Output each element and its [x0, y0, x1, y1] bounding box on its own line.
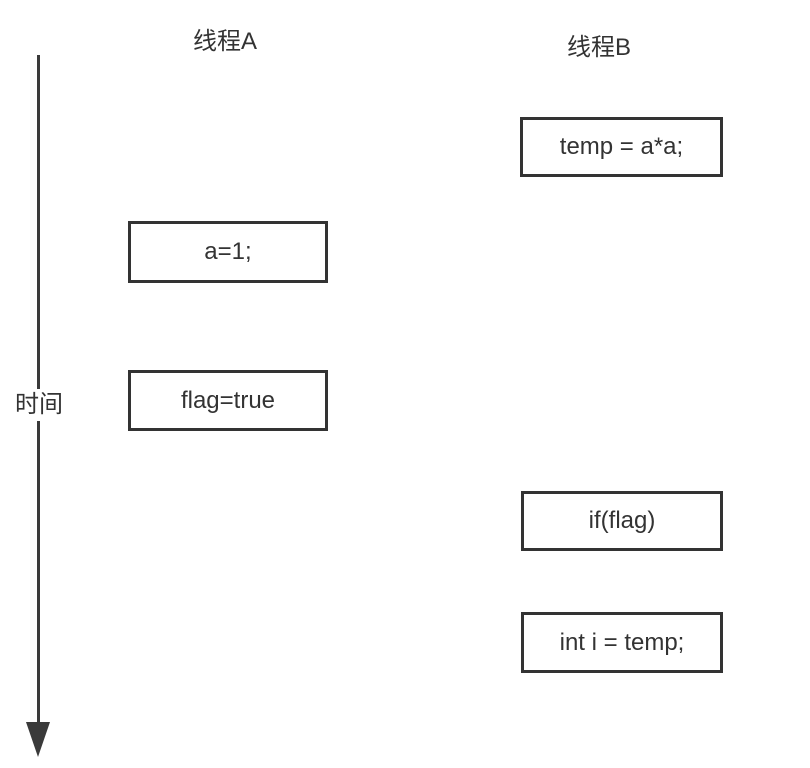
thread-a-column-title: 线程A: [192, 28, 257, 55]
time-axis-arrowhead-icon: [26, 722, 50, 757]
code-box-thread-b-int-i-temp: int i = temp;: [521, 612, 723, 673]
code-box-thread-a-a-assignment: a=1;: [128, 221, 328, 283]
code-box-thread-b-if-flag: if(flag): [521, 491, 723, 551]
thread-b-column-title: 线程B: [566, 34, 631, 61]
code-box-thread-a-flag-assignment: flag=true: [128, 370, 328, 431]
code-box-thread-b-temp-assignment: temp = a*a;: [520, 117, 723, 177]
time-axis-label: 时间: [8, 389, 70, 421]
